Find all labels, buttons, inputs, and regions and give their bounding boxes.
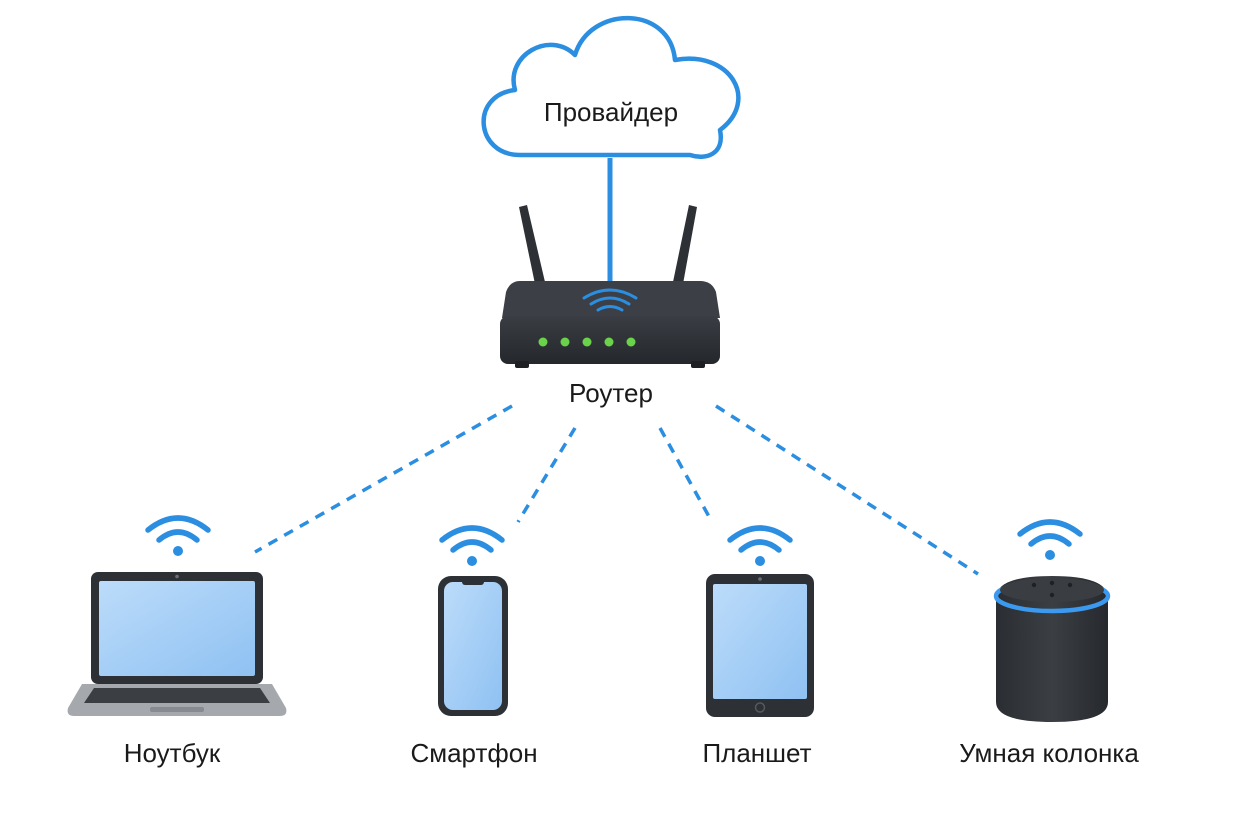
speaker-label: Умная колонка [959, 738, 1139, 768]
wifi-icon [1017, 519, 1083, 560]
router-tablet-link [658, 427, 714, 523]
router-smartphone-link [516, 427, 577, 523]
wifi-icon [727, 525, 793, 566]
smart-speaker-icon [993, 576, 1111, 722]
router-led [582, 337, 592, 347]
router-speaker-link [715, 404, 979, 576]
router-led [560, 337, 570, 347]
laptop-label: Ноутбук [123, 738, 221, 768]
tablet-label: Планшет [702, 738, 812, 768]
router-led [626, 337, 636, 347]
provider-label: Провайдер [543, 97, 679, 127]
wifi-icon [439, 525, 505, 566]
router-led [604, 337, 614, 347]
router-label: Роутер [569, 378, 653, 408]
laptop-icon [67, 572, 287, 716]
tablet-icon [706, 574, 814, 717]
cloud-icon [481, 15, 741, 159]
router-led [538, 337, 548, 347]
router-laptop-link [254, 404, 513, 554]
router-icon [500, 205, 720, 368]
smartphone-label: Смартфон [410, 738, 538, 768]
smartphone-icon [438, 576, 508, 716]
wifi-icon [582, 288, 638, 312]
wifi-icon [145, 515, 211, 556]
